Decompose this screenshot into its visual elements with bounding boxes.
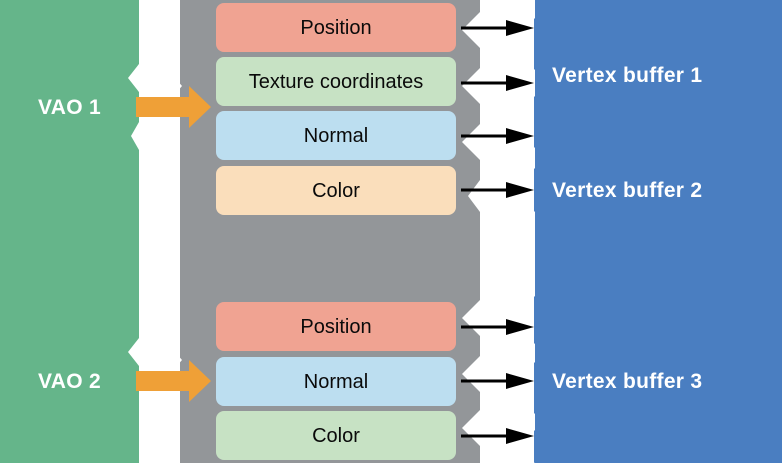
link-arrow-position-2	[461, 319, 534, 335]
vao-label-1: VAO 1	[38, 96, 101, 119]
vao-arrow-1-shape	[136, 86, 211, 128]
attribute-label: Texture coordinates	[248, 70, 424, 93]
attribute-box-color-1[interactable]: Color	[216, 166, 456, 215]
attribute-label: Position	[300, 315, 372, 338]
vao-label-2: VAO 2	[38, 370, 101, 393]
link-arrow-color-2	[461, 428, 534, 444]
left-channel-group	[128, 0, 182, 463]
attribute-box-texture-coordinates[interactable]: Texture coordinates	[216, 57, 456, 106]
attribute-box-normal-2[interactable]: Normal	[216, 357, 456, 406]
left-channel-notch-top	[128, 64, 139, 92]
attribute-label: Normal	[303, 124, 369, 147]
link-arrow-color-1	[461, 182, 534, 198]
vao-panel	[0, 0, 139, 463]
buffer-label-1: Vertex buffer 1	[552, 64, 703, 87]
attribute-label: Color	[312, 179, 360, 202]
buffer-panel	[534, 0, 782, 463]
link-arrow-position-1	[461, 20, 534, 36]
link-arrow-normal-2	[461, 373, 534, 389]
attribute-label: Position	[300, 16, 372, 39]
attribute-box-normal-1[interactable]: Normal	[216, 111, 456, 160]
right-channel-shape	[462, 0, 535, 463]
left-channel-notch-bottom	[128, 338, 139, 366]
vao-arrow-2-shape	[136, 360, 211, 402]
link-arrow-normal-1	[461, 128, 534, 144]
attribute-box-color-2[interactable]: Color	[216, 411, 456, 460]
attribute-box-position-2[interactable]: Position	[216, 302, 456, 351]
attribute-label: Normal	[303, 370, 369, 393]
buffer-label-2: Vertex buffer 2	[552, 179, 703, 202]
right-channel-group	[462, 0, 535, 463]
vao-arrow-2	[136, 360, 211, 402]
link-arrow-texture-coordinates	[461, 75, 534, 91]
link-arrows	[461, 20, 534, 444]
buffer-label-3: Vertex buffer 3	[552, 370, 703, 393]
attribute-label: Color	[312, 424, 360, 447]
attribute-box-position-1[interactable]: Position	[216, 3, 456, 52]
vao-arrow-1	[136, 86, 211, 128]
